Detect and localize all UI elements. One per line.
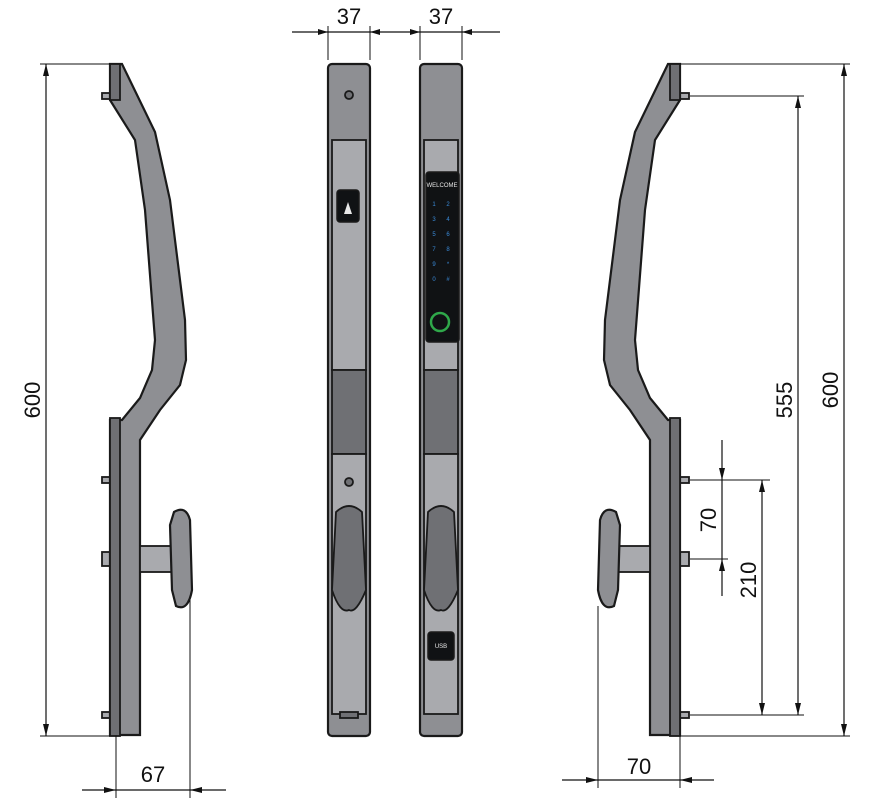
front2-handle <box>423 505 459 612</box>
front1-grip <box>331 369 367 455</box>
usb-port-icon <box>427 631 455 661</box>
keypad-key: 1 <box>432 202 436 208</box>
right-handle-profile <box>602 62 682 737</box>
dim-front-width-1: 37 <box>337 4 361 29</box>
left-handle-profile <box>108 62 188 737</box>
right-pin-bottom <box>679 711 690 719</box>
dim-left-height: 600 <box>20 382 45 419</box>
keypad-key: 9 <box>432 262 436 268</box>
front2-grip <box>423 369 459 455</box>
dim-front-width-2: 37 <box>429 4 453 29</box>
fingerprint-ring-icon <box>429 311 451 333</box>
front1-screw-top <box>344 90 354 100</box>
dim-right-depth: 70 <box>627 754 651 779</box>
dim-right-mid-spacing: 210 <box>736 562 761 599</box>
keypad-panel <box>425 171 460 343</box>
nfc-antenna-icon <box>344 202 352 214</box>
front-view-outer <box>326 62 372 738</box>
front1-handle <box>331 505 367 612</box>
keypad-key: 4 <box>446 217 450 223</box>
right-pin-mid <box>679 476 690 484</box>
right-side-view <box>596 62 690 737</box>
right-pin-knob <box>679 551 690 567</box>
right-base-plate <box>669 417 681 737</box>
left-top-cap <box>109 63 121 101</box>
keypad-key: * <box>447 262 450 268</box>
keypad-key: 8 <box>446 247 450 253</box>
keypad-key: 6 <box>446 232 450 238</box>
dim-left-depth: 67 <box>141 762 165 787</box>
keypad-key: 7 <box>432 247 436 253</box>
right-pin-top <box>679 92 690 100</box>
dim-right-height: 600 <box>818 372 843 409</box>
left-base-plate <box>109 417 121 737</box>
keypad-key: # <box>446 277 450 283</box>
keypad-grid: 1 2 3 4 5 6 7 8 9 * 0 # <box>432 202 450 283</box>
keypad-key: 0 <box>432 277 436 283</box>
dim-right-hole-spacing: 555 <box>772 382 797 419</box>
keypad-key: 2 <box>446 202 450 208</box>
left-knob <box>168 508 194 609</box>
front1-bottom-slot <box>339 711 359 719</box>
keypad-key: 5 <box>432 232 436 238</box>
dimensions: 37 37 600 67 600 555 <box>20 4 850 798</box>
right-top-cap <box>669 63 681 101</box>
keypad-key: 3 <box>432 217 436 223</box>
usb-label: USB <box>435 644 447 650</box>
right-knob <box>596 508 622 609</box>
front-view-inner: WELCOME 1 2 3 4 5 6 7 8 9 * 0 # USB <box>418 62 464 738</box>
front1-upper-panel <box>331 139 367 371</box>
left-side-view <box>101 62 194 737</box>
front1-screw-mid <box>344 477 354 487</box>
dim-right-small-spacing: 70 <box>696 508 721 532</box>
welcome-label: WELCOME <box>426 183 457 189</box>
